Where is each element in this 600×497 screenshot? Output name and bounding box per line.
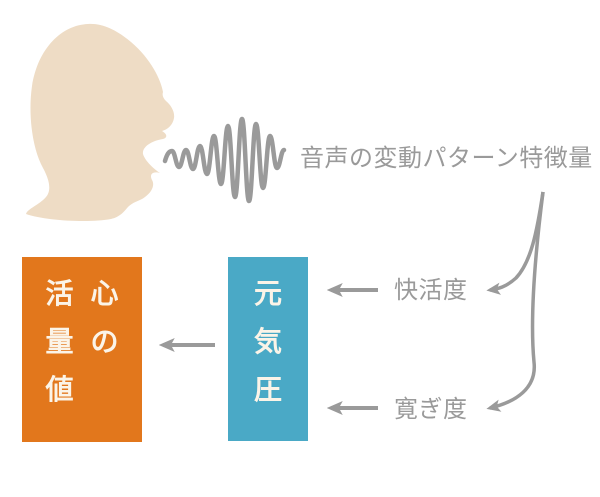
curve-features-to-kutsurogido xyxy=(486,191,545,412)
genkiatsu-box-column: 元 気 圧 xyxy=(254,280,282,441)
box-char: 気 xyxy=(254,326,283,357)
sound-wave-icon xyxy=(162,116,287,204)
box-char: 元 xyxy=(254,278,283,309)
kutsurogido-label: 寛ぎ度 xyxy=(394,396,468,423)
box-char: 心 xyxy=(90,278,119,309)
box-char: 量 xyxy=(45,326,74,357)
kokoro-box-left-column: 活 量 値 xyxy=(46,280,74,442)
kaikatsudo-label: 快活度 xyxy=(394,277,468,304)
kokoro-box-right-column: 心 の xyxy=(91,280,119,442)
box-char: 値 xyxy=(45,374,74,405)
box-char: 活 xyxy=(45,278,74,309)
kokoro-katsuryochi-box: 活 量 値 心 の xyxy=(22,257,142,442)
genkiatsu-box: 元 気 圧 xyxy=(228,257,308,441)
voice-feature-label: 音声の変動パターン特徴量 xyxy=(300,145,593,172)
box-char: 圧 xyxy=(254,374,283,405)
speaking-head-icon xyxy=(26,23,175,222)
box-char: の xyxy=(90,326,119,357)
